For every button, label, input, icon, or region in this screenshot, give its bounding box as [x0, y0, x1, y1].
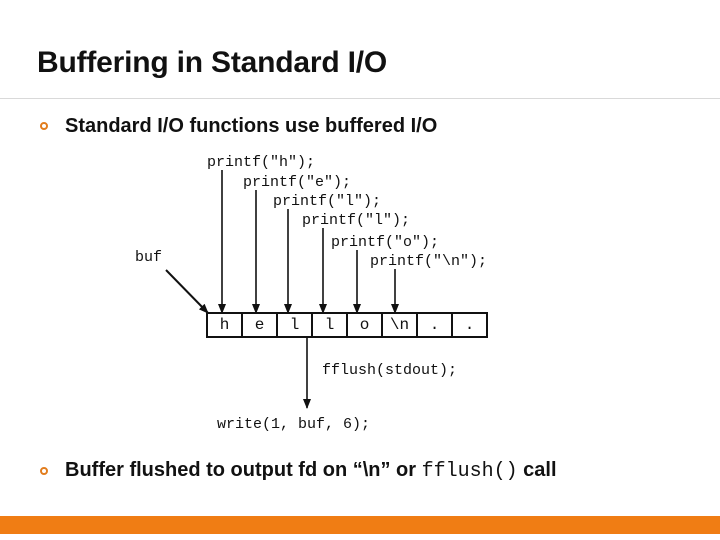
- buffer-cell: l: [289, 316, 300, 334]
- bullet-buffered-io: Standard I/O functions use buffered I/O: [65, 115, 438, 137]
- bullet-circle-icon: [40, 122, 48, 130]
- printf-call-h: printf("h");: [207, 154, 316, 171]
- bullet-flush-suffix: call: [517, 459, 557, 481]
- bullet-flush-condition: Buffer flushed to output fd on “\n” or f…: [65, 459, 557, 483]
- buf-label: buf: [135, 249, 163, 266]
- bullet-flush-prefix: Buffer flushed to output fd on “\n” or: [65, 459, 422, 481]
- fflush-call: fflush(stdout);: [322, 362, 458, 379]
- printf-call-l1: printf("l");: [273, 193, 382, 210]
- fflush-code: fflush(): [421, 460, 518, 483]
- buffer-cell: .: [429, 316, 440, 334]
- printf-call-e: printf("e");: [243, 174, 352, 191]
- printf-call-o: printf("o");: [331, 234, 440, 251]
- buffer-cell: e: [254, 316, 265, 334]
- printf-call-newline: printf("\n");: [370, 253, 488, 270]
- buffer-cell: \n: [389, 316, 410, 334]
- buf-pointer-arrow: [165, 269, 209, 314]
- bullet-circle-icon: [40, 467, 48, 475]
- buffer-cell: o: [359, 316, 370, 334]
- title-divider: [0, 98, 720, 99]
- buffer-cell: h: [219, 316, 230, 334]
- footer-accent-bar: [0, 516, 720, 534]
- slide-title: Buffering in Standard I/O: [37, 46, 388, 79]
- buffer-cell: l: [324, 316, 335, 334]
- buffer-cell: .: [464, 316, 475, 334]
- printf-call-l2: printf("l");: [302, 212, 411, 229]
- write-call: write(1, buf, 6);: [217, 416, 371, 433]
